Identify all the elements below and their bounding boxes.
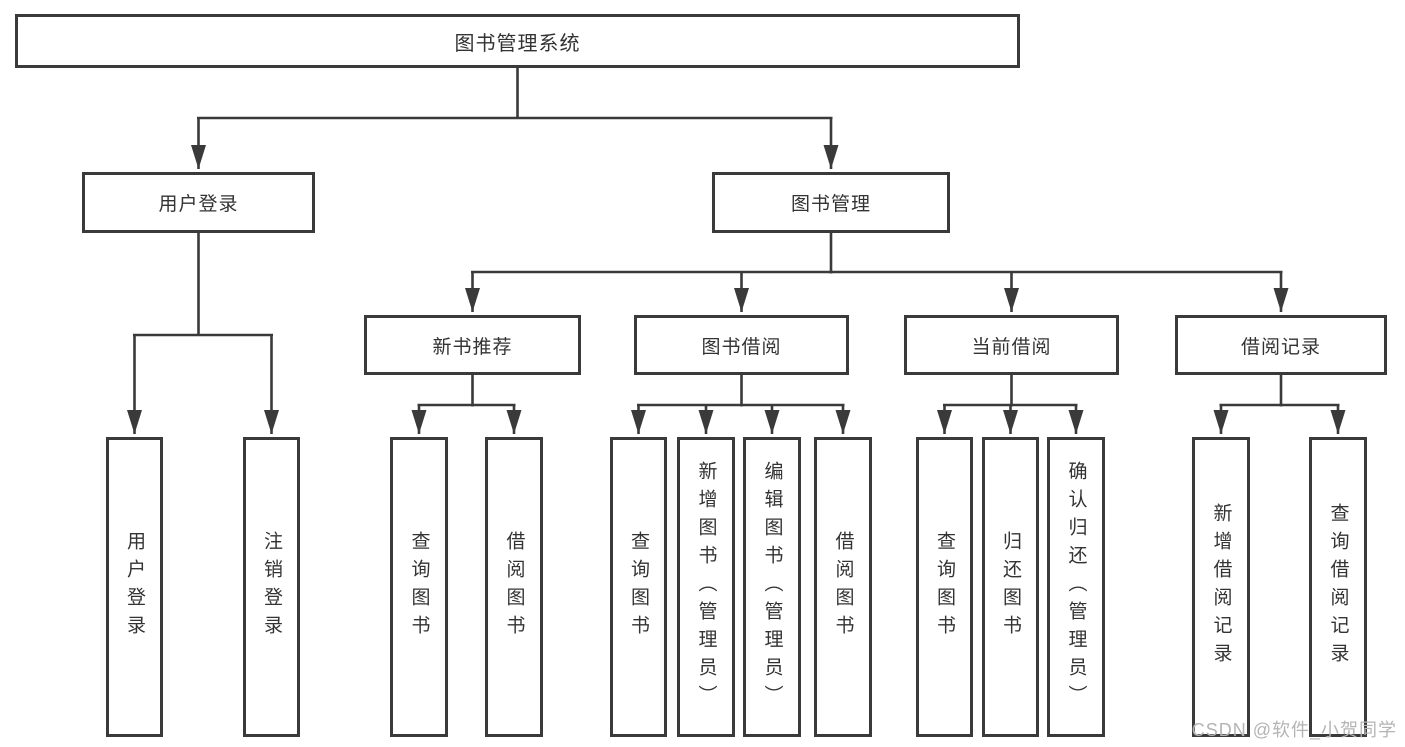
leaf-current-query-book: 查询图书 xyxy=(916,437,973,737)
leaf-records-query-record: 查询借阅记录 xyxy=(1309,437,1367,737)
node-borrow-records: 借阅记录 xyxy=(1175,315,1387,375)
leaf-borrow-edit-book-admin: 编辑图书（管理员） xyxy=(743,437,801,737)
node-root-label: 图书管理系统 xyxy=(454,32,581,55)
leaf-borrow-edit-book-admin-label: 编辑图书（管理员） xyxy=(761,461,783,713)
node-current-borrow: 当前借阅 xyxy=(904,315,1119,375)
leaf-borrow-add-book-admin: 新增图书（管理员） xyxy=(677,437,735,737)
node-book-management: 图书管理 xyxy=(712,172,950,233)
leaf-current-return-book-label: 归还图书 xyxy=(1000,531,1021,643)
node-book-borrow-label: 图书借阅 xyxy=(701,336,782,358)
leaf-records-add-record-label: 新增借阅记录 xyxy=(1210,503,1232,671)
leaf-borrow-add-book-admin-label: 新增图书（管理员） xyxy=(695,461,717,713)
leaf-newbook-borrow-book: 借阅图书 xyxy=(485,437,543,737)
node-root: 图书管理系统 xyxy=(15,14,1020,68)
node-user-login: 用户登录 xyxy=(82,172,315,233)
csdn-watermark: CSDN @软件_小贺同学 xyxy=(1191,720,1397,740)
node-current-borrow-label: 当前借阅 xyxy=(971,336,1052,358)
leaf-logout-login-label: 注销登录 xyxy=(261,531,282,643)
leaf-current-query-book-label: 查询图书 xyxy=(934,531,955,643)
leaf-borrow-query-book: 查询图书 xyxy=(610,437,667,737)
leaf-logout-login: 注销登录 xyxy=(243,437,300,737)
leaf-newbook-query-book: 查询图书 xyxy=(390,437,448,737)
leaf-user-login-label: 用户登录 xyxy=(124,531,145,643)
leaf-borrow-borrow-book: 借阅图书 xyxy=(814,437,872,737)
node-borrow-records-label: 借阅记录 xyxy=(1240,336,1321,358)
leaf-current-return-book: 归还图书 xyxy=(982,437,1039,737)
leaf-user-login: 用户登录 xyxy=(106,437,163,737)
node-new-book-recommend-label: 新书推荐 xyxy=(432,336,513,358)
node-book-borrow: 图书借阅 xyxy=(634,315,849,375)
leaf-newbook-query-book-label: 查询图书 xyxy=(408,531,430,643)
leaf-current-confirm-return-admin: 确认归还（管理员） xyxy=(1047,437,1105,737)
node-new-book-recommend: 新书推荐 xyxy=(364,315,581,375)
leaf-records-add-record: 新增借阅记录 xyxy=(1192,437,1250,737)
leaf-borrow-query-book-label: 查询图书 xyxy=(628,531,649,643)
node-user-login-label: 用户登录 xyxy=(158,194,239,215)
leaf-records-query-record-label: 查询借阅记录 xyxy=(1327,503,1349,671)
leaf-borrow-borrow-book-label: 借阅图书 xyxy=(832,531,854,643)
leaf-newbook-borrow-book-label: 借阅图书 xyxy=(503,531,525,643)
leaf-current-confirm-return-admin-label: 确认归还（管理员） xyxy=(1065,461,1087,713)
node-book-management-label: 图书管理 xyxy=(790,194,871,215)
